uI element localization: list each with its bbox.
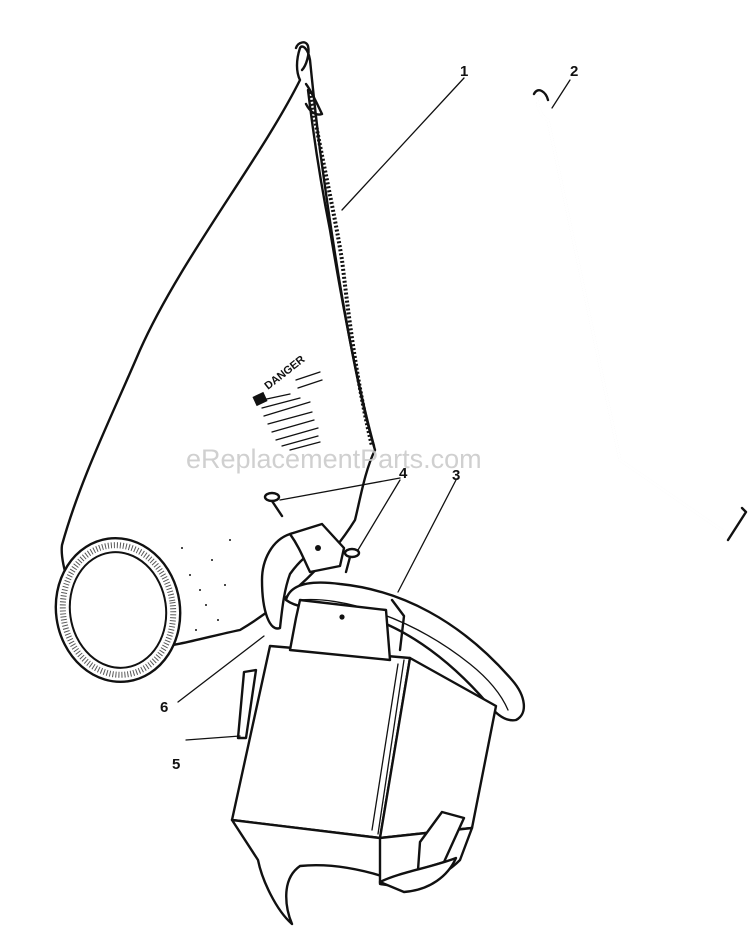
callout-1: 1 [460,63,468,80]
support-rod [532,89,748,542]
screw-lower [343,547,361,574]
discharge-chute [230,581,525,926]
watermark: eReplacementParts.com [186,444,482,474]
callout-3: 3 [452,467,460,484]
callout-4: 4 [399,465,408,482]
screws [263,491,361,574]
callouts: 1 2 3 4 5 6 [160,63,578,773]
callout-5: 5 [172,756,180,773]
callout-2: 2 [570,63,578,80]
grass-bag: DANGER [54,41,377,684]
leader-lines [177,77,571,741]
callout-6: 6 [160,699,168,716]
screw-upper [263,491,284,518]
bag-clip [260,522,346,630]
